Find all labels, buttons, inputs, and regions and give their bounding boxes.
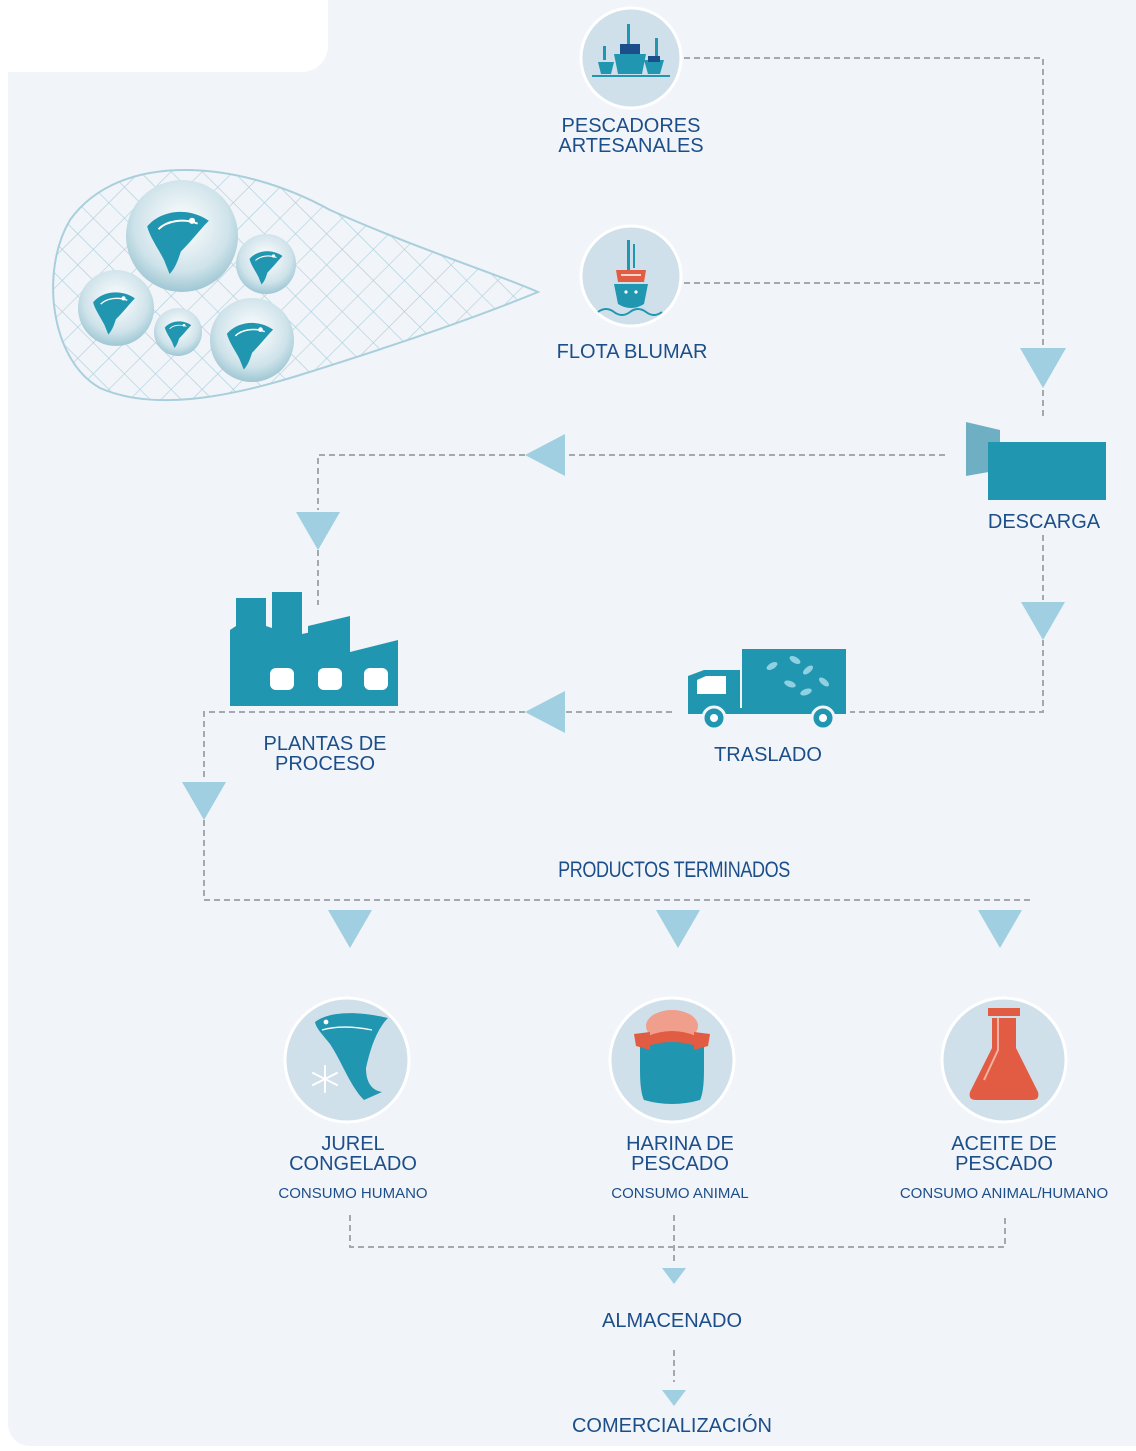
flask-icon [940, 996, 1068, 1124]
product-title-line2: PESCADO [955, 1153, 1053, 1175]
truck-icon [688, 649, 846, 731]
fleet-ship-icon [579, 224, 683, 328]
artisanal-fishers-line1: PESCADORES [561, 115, 701, 137]
arrow-left-icon [525, 434, 565, 476]
commercialization-label: COMERCIALIZACIÓN [571, 1415, 773, 1437]
arrow-down-icon [656, 910, 700, 948]
product-title-line1: JUREL [321, 1133, 385, 1155]
product-title-line1: HARINA DE [626, 1133, 734, 1155]
frozen-fish-icon [283, 996, 411, 1124]
arrow-down-icon [662, 1390, 686, 1406]
fish-bubble-icon [78, 270, 154, 346]
processing-plants-line1: PLANTAS DE [263, 733, 387, 755]
flour-sack-icon [608, 996, 736, 1124]
arrow-down-icon [1020, 348, 1066, 388]
fish-bubble-icon [210, 298, 294, 382]
flow-arrows [182, 348, 1066, 1406]
arrow-down-icon [1021, 602, 1065, 640]
unloading-label: DESCARGA [987, 511, 1101, 533]
arrow-left-icon [525, 691, 565, 733]
product-title-line2: PESCADO [631, 1153, 729, 1175]
flow-connectors [203, 57, 1044, 1382]
product-title: JUREL CONGELADO [289, 1134, 417, 1174]
product-consumption: CONSUMO ANIMAL/HUMANO [899, 1185, 1109, 1202]
arrow-down-icon [296, 512, 340, 550]
artisanal-fishers-line2: ARTESANALES [558, 135, 704, 157]
factory-icon [230, 592, 398, 706]
corner-notch [0, 0, 328, 72]
artisanal-fishers-label: PESCADORES ARTESANALES [558, 116, 703, 156]
product-title: HARINA DE PESCADO [626, 1134, 734, 1174]
product-title-line2: CONGELADO [289, 1153, 417, 1175]
storage-label: ALMACENADO [601, 1310, 743, 1332]
arrow-down-icon [182, 782, 226, 820]
product-consumption: CONSUMO HUMANO [278, 1185, 428, 1202]
processing-plants-line2: PROCESO [274, 753, 376, 775]
processing-plants-label: PLANTAS DE PROCESO [264, 734, 387, 774]
fleet-label: FLOTA BLUMAR [556, 341, 708, 363]
finished-products-heading: PRODUCTOS TERMINADOS [558, 857, 790, 882]
unloading-icon [966, 422, 1106, 500]
fishing-boats-icon [579, 6, 683, 110]
fish-bubble-icon [126, 180, 238, 292]
transport-label: TRASLADO [714, 744, 822, 766]
arrow-down-icon [978, 910, 1022, 948]
product-title-line1: ACEITE DE [951, 1133, 1057, 1155]
arrow-down-icon [662, 1268, 686, 1284]
product-title: ACEITE DE PESCADO [951, 1134, 1057, 1174]
product-consumption: CONSUMO ANIMAL [611, 1185, 749, 1202]
arrow-down-icon [328, 910, 372, 948]
fish-bubble-icon [236, 234, 296, 294]
fishing-net-illustration [52, 169, 541, 402]
fish-bubble-icon [154, 308, 202, 356]
